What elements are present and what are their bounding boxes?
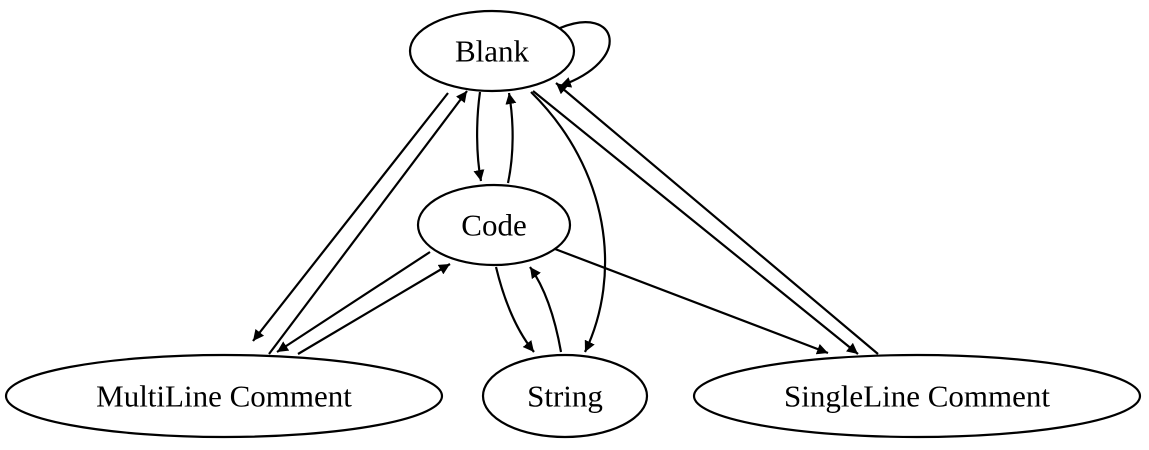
node-singleline-comment-shape <box>692 353 1142 439</box>
edge-blank-to-singleline <box>532 90 859 355</box>
node-string-shape <box>481 353 649 439</box>
node-code-shape <box>416 183 572 267</box>
edge-multiline-to-code <box>297 263 451 355</box>
edge-code-to-singleline <box>554 247 829 355</box>
node-string-label: String <box>527 379 603 414</box>
edge-blank-to-multiline <box>252 92 449 342</box>
edge-singleline-to-blank <box>555 82 879 355</box>
node-string: String <box>481 353 649 439</box>
node-code-label: Code <box>461 208 526 243</box>
edge-string-to-code <box>529 266 563 353</box>
node-blank: Blank <box>408 9 576 93</box>
node-multiline-comment-label: MultiLine Comment <box>96 379 352 414</box>
node-multiline-comment: MultiLine Comment <box>4 353 444 439</box>
node-multiline-comment-shape <box>4 353 444 439</box>
edge-code-to-string <box>494 266 535 353</box>
edge-blank-to-code <box>473 91 485 182</box>
node-blank-shape <box>408 9 576 93</box>
edge-code-to-blank <box>505 92 517 184</box>
node-code: Code <box>416 183 572 267</box>
edge-blank-to-string <box>530 91 607 353</box>
node-singleline-comment-label: SingleLine Comment <box>784 379 1050 414</box>
edge-code-to-multiline <box>276 251 431 353</box>
edge-blank-to-blank <box>559 21 611 88</box>
node-blank-label: Blank <box>455 34 530 69</box>
node-singleline-comment: SingleLine Comment <box>692 353 1142 439</box>
edge-multiline-to-blank <box>268 90 468 355</box>
